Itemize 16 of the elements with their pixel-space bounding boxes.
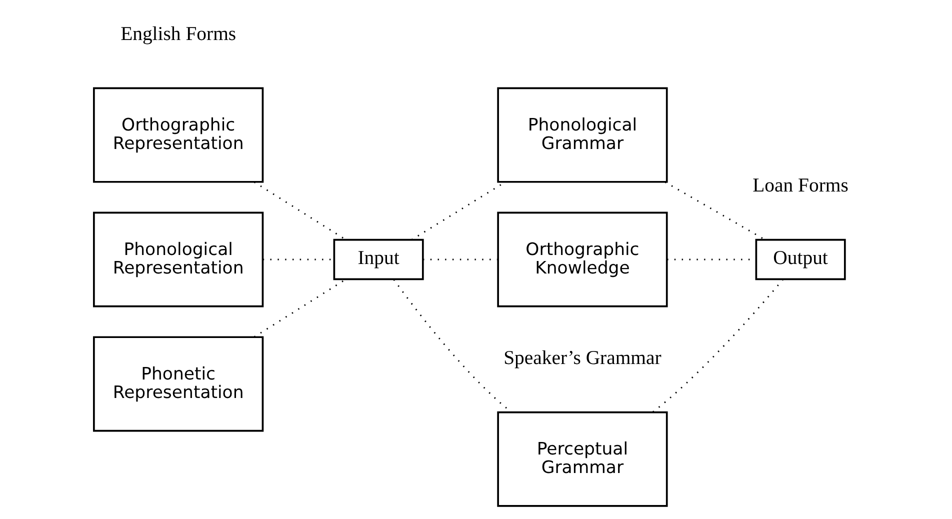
label: Loan Forms	[752, 174, 848, 196]
connector	[392, 279, 512, 413]
node-box: Phonological Representation	[92, 212, 264, 308]
node-box: Perceptual Grammar	[496, 411, 668, 507]
node-box: Input	[332, 238, 424, 280]
node-box: Orthographic Representation	[92, 87, 264, 183]
connector	[664, 181, 765, 240]
connector	[253, 181, 346, 240]
connector	[253, 278, 346, 338]
connector	[652, 278, 784, 413]
node-box: Phonetic Representation	[92, 336, 264, 432]
node-box: Phonological Grammar	[496, 87, 668, 183]
node-box: Orthographic Knowledge	[496, 212, 668, 308]
label: Speaker’s Grammar	[503, 346, 661, 369]
node-box: Output	[754, 238, 846, 280]
label: English Forms	[120, 22, 236, 45]
